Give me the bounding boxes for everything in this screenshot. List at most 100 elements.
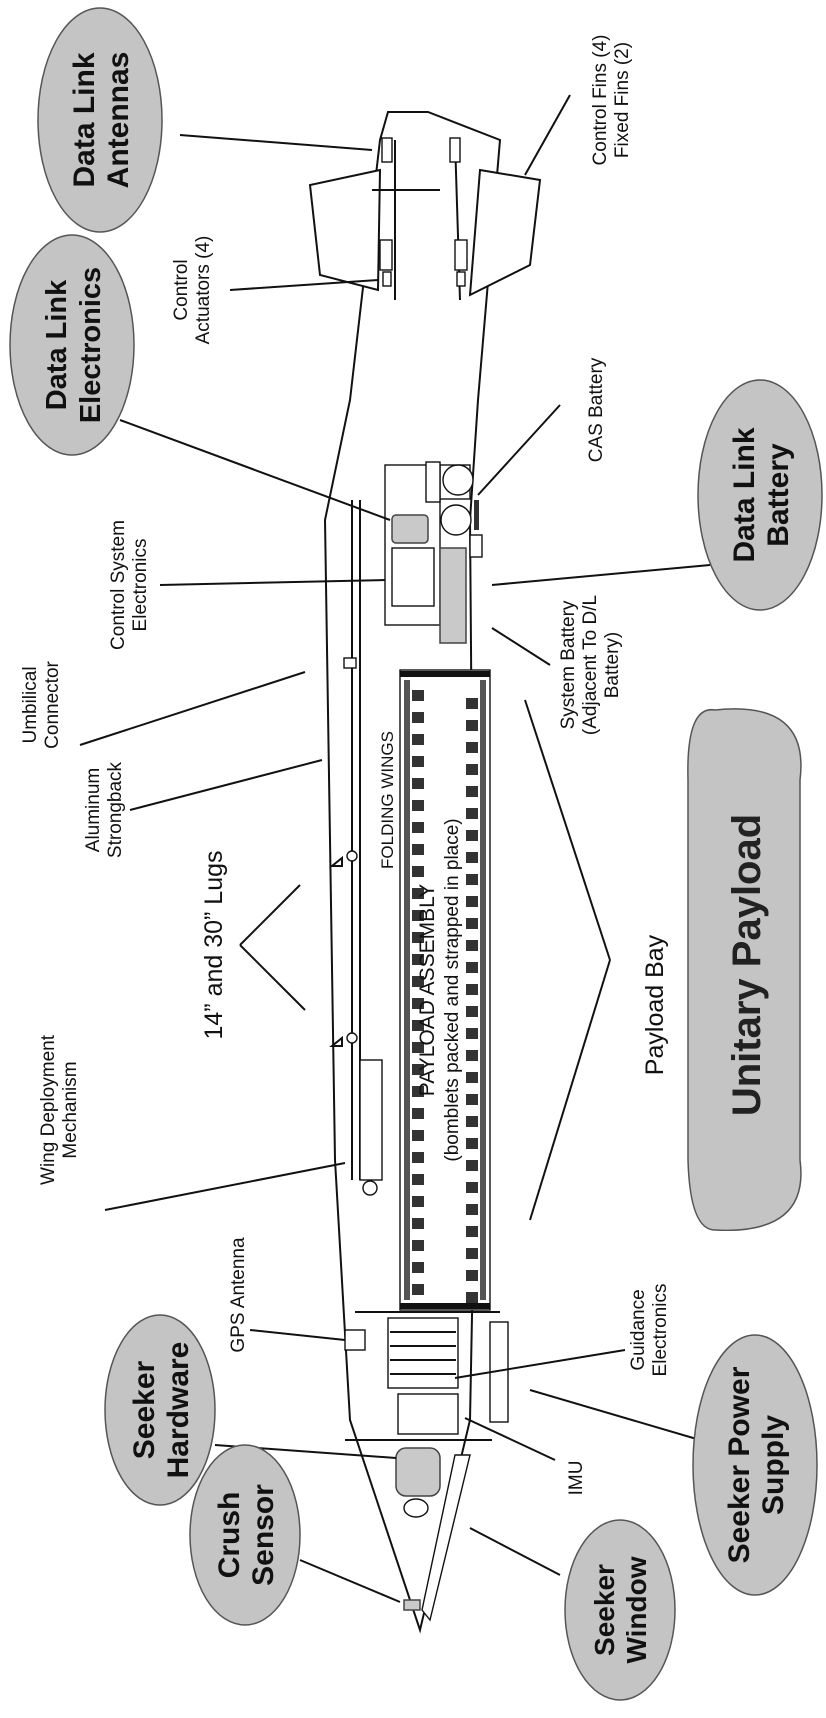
bomblet <box>466 742 478 753</box>
bubble-unitary-payload: Unitary Payload <box>687 708 802 1232</box>
bomblet <box>412 1240 424 1251</box>
bomblet <box>466 962 478 973</box>
label-guidance-electronics: Guidance Electronics <box>628 1284 671 1377</box>
bubble-seeker-window: Seeker Window <box>564 1519 676 1701</box>
crush-sensor <box>403 1599 421 1611</box>
bomblet <box>466 874 478 885</box>
bomblet <box>466 1248 478 1259</box>
svg-text:(bomblets packed and strapped: (bomblets packed and strapped in place) <box>442 818 463 1161</box>
label-control-system-electronics: Control System Electronics <box>108 520 151 650</box>
bomblet <box>412 932 424 943</box>
wing-deployment-pivot <box>362 1180 378 1196</box>
bomblet <box>412 734 424 745</box>
data-link-electronics-line2: Electronics <box>75 267 107 423</box>
fixed-fin-right <box>468 168 542 297</box>
bomblet <box>412 1262 424 1273</box>
wing-deployment-cylinder <box>359 1059 383 1181</box>
label-control-actuators: Control Actuators (4) <box>171 236 214 345</box>
bomblet <box>466 1138 478 1149</box>
bomblet <box>466 940 478 951</box>
cas-battery-cell-1 <box>442 464 474 496</box>
svg-text:Connector: Connector <box>42 661 63 749</box>
svg-text:Strongback: Strongback <box>105 761 126 858</box>
bomblet <box>466 1028 478 1039</box>
bubble-data-link-electronics: Data Link Electronics <box>9 234 135 456</box>
svg-text:Guidance: Guidance <box>628 1289 649 1370</box>
leader-lines <box>79 94 711 1603</box>
label-lugs: 14” and 30” Lugs <box>200 850 228 1039</box>
svg-text:System Battery: System Battery <box>558 600 579 729</box>
bomblet <box>412 1174 424 1185</box>
seeker-hardware-line2: Hardware <box>162 1342 195 1479</box>
payload-side-strip-left <box>404 680 410 1300</box>
payload-side-strip-right <box>480 680 486 1300</box>
svg-text:Umbilical: Umbilical <box>20 666 41 743</box>
seeker-power-supply-line2: Supply <box>757 1415 790 1515</box>
umbilical-connector <box>343 657 357 669</box>
bomblet <box>466 1270 478 1281</box>
svg-text:Mechanism: Mechanism <box>60 1061 81 1158</box>
bomblet <box>412 690 424 701</box>
seeker-power-supply-line1: Seeker Power <box>723 1366 756 1563</box>
svg-text:Actuators (4): Actuators (4) <box>193 236 214 345</box>
svg-text:Wing Deployment: Wing Deployment <box>38 1034 59 1185</box>
bomblet <box>466 1094 478 1105</box>
bomblet <box>412 800 424 811</box>
seeker-hardware-box <box>395 1447 441 1497</box>
bomblet <box>412 1086 424 1097</box>
bomblet <box>412 910 424 921</box>
bomblet <box>466 698 478 709</box>
svg-text:FOLDING WINGS: FOLDING WINGS <box>378 731 397 869</box>
svg-text:Control Fins (4): Control Fins (4) <box>590 35 611 166</box>
svg-text:Control System: Control System <box>108 520 129 650</box>
svg-text:Aluminum: Aluminum <box>83 768 104 852</box>
bubble-data-link-battery: Data Link Battery <box>697 379 823 611</box>
bomblet <box>466 808 478 819</box>
battery-contact <box>474 500 479 530</box>
label-cas-battery: CAS Battery <box>586 357 607 462</box>
label-gps-antenna: GPS Antenna <box>228 1237 249 1353</box>
battery-terminal <box>469 534 483 558</box>
lugs <box>329 850 358 1047</box>
svg-text:(Adjacent To D/L: (Adjacent To D/L <box>580 595 601 735</box>
imu-box <box>397 1393 459 1435</box>
bomblet <box>466 1226 478 1237</box>
bomblet <box>412 1042 424 1053</box>
bomblet <box>466 1050 478 1061</box>
seeker-window-line1: Seeker <box>589 1564 620 1656</box>
bomblet <box>412 712 424 723</box>
data-link-battery-line2: Battery <box>762 443 795 547</box>
label-umbilical-connector: Umbilical Connector <box>20 661 63 749</box>
guidance-card-stack <box>390 1331 456 1375</box>
unitary-payload-text: Unitary Payload <box>725 814 769 1116</box>
cas-battery-cell-2 <box>440 504 472 536</box>
seeker-window <box>421 1454 471 1622</box>
system-battery-box <box>439 547 467 644</box>
svg-text:IMU: IMU <box>566 1461 587 1496</box>
bubble-data-link-antennas: Data Link Antennas <box>37 7 163 233</box>
data-link-antennas-line1: Data Link <box>68 52 101 187</box>
crush-sensor-line2: Sensor <box>247 1484 280 1586</box>
svg-text:Payload Bay: Payload Bay <box>641 934 669 1075</box>
bomblet <box>466 1160 478 1171</box>
label-imu: IMU <box>566 1461 587 1496</box>
bomblet <box>466 896 478 907</box>
svg-text:Battery): Battery) <box>602 632 623 699</box>
bomblet <box>412 1108 424 1119</box>
bubble-crush-sensor: Crush Sensor <box>189 1444 301 1626</box>
bomblet <box>466 786 478 797</box>
bomblet <box>466 1292 478 1303</box>
fixed-fin-left <box>308 168 382 292</box>
guidance-electronics-box <box>387 1317 459 1389</box>
label-control-fins: Control Fins (4) Fixed Fins (2) <box>590 35 633 166</box>
bomblet <box>412 954 424 965</box>
bomblet <box>412 1130 424 1141</box>
bomblet <box>412 1218 424 1229</box>
data-link-antennas-line2: Antennas <box>102 52 135 189</box>
bomblet <box>466 830 478 841</box>
bomblet <box>412 822 424 833</box>
bomblet <box>466 1204 478 1215</box>
bomblet <box>412 778 424 789</box>
